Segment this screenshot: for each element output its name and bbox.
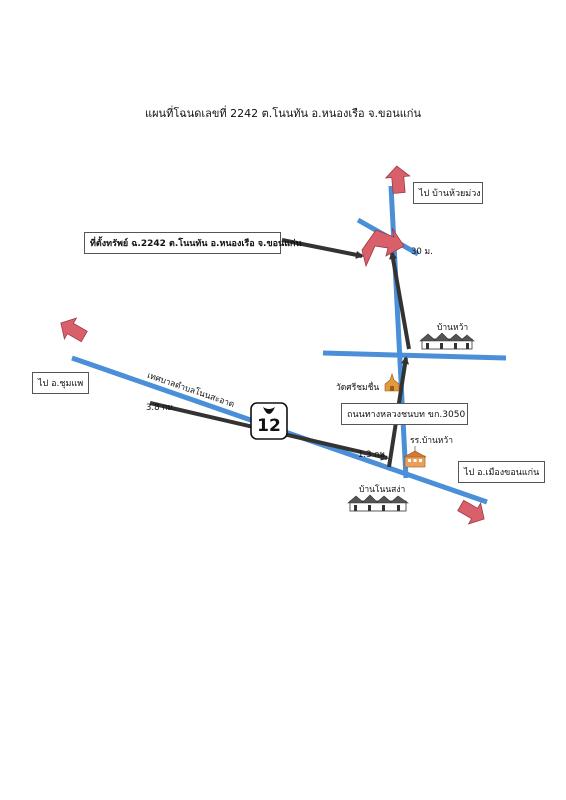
map-title: แผนที่โฉนดเลขที่ 2242 ต.โนนทัน อ.หนองเรื… bbox=[145, 107, 421, 120]
temple-label: วัดศรีชมชื่น bbox=[336, 383, 380, 393]
property-location-label: ที่ตั้งทรัพย์ ฉ.2242 ต.โนนทัน อ.หนองเรือ… bbox=[84, 232, 302, 254]
west-direction-label: ไป อ.ชุมแพ bbox=[32, 372, 89, 394]
west-direction-arrow bbox=[60, 317, 88, 343]
distance-to-property: 30 ม. bbox=[411, 247, 433, 257]
village-icon bbox=[419, 332, 475, 350]
ban-wa-label: บ้านหว้า bbox=[437, 323, 469, 333]
distance-rural-road: 1.3 กม. bbox=[358, 450, 388, 460]
rural-road-label: ถนนทางหลวงชนบท ขก.3050 bbox=[341, 403, 468, 425]
ban-wa-cross-road bbox=[322, 350, 507, 361]
north-direction-arrow bbox=[384, 165, 411, 194]
property-marker bbox=[361, 227, 405, 268]
school-icon bbox=[403, 446, 427, 468]
east-direction-arrow bbox=[457, 499, 485, 525]
highway-number: 12 bbox=[257, 416, 281, 436]
east-direction-label: ไป อ.เมืองขอนแก่น bbox=[458, 461, 545, 483]
temple-icon bbox=[384, 373, 400, 392]
highway-shield-icon bbox=[250, 402, 288, 440]
distance-main-road: 3.8 กม. bbox=[146, 403, 176, 413]
village-icon bbox=[347, 494, 409, 512]
school-label: รร.บ้านหว้า bbox=[410, 436, 453, 446]
north-direction-label: ไป บ้านห้วยม่วง bbox=[413, 182, 483, 204]
property-pointer-arrow bbox=[281, 238, 364, 259]
route-rural-upper bbox=[389, 251, 411, 350]
ban-non-sa-nga-label: บ้านโนนสง่า bbox=[359, 485, 406, 495]
